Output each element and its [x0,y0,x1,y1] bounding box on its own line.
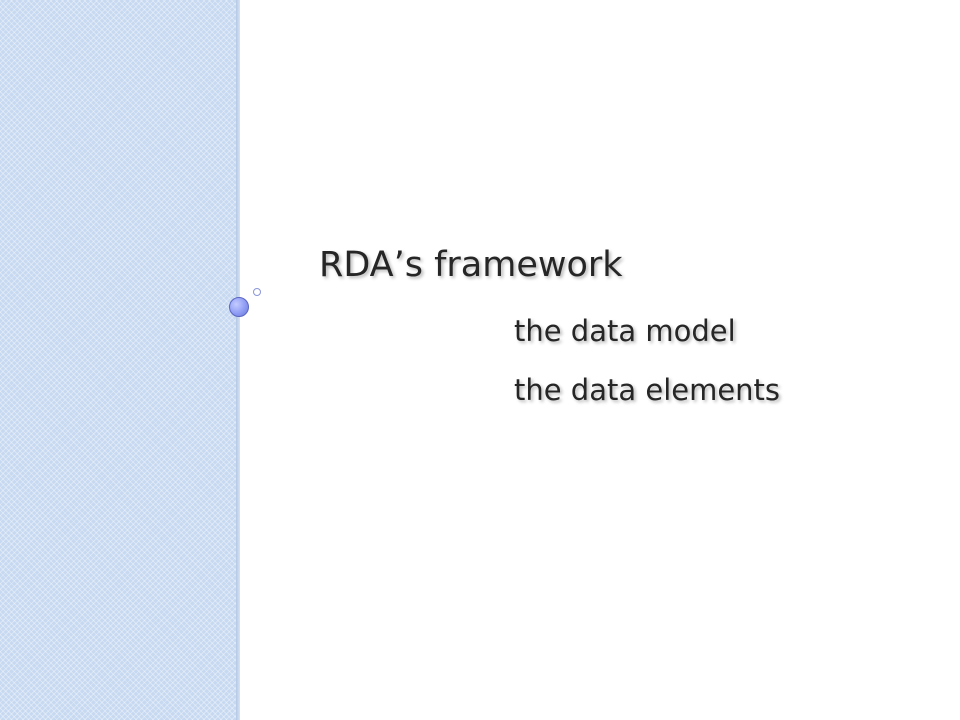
side-panel-edge [236,0,240,720]
large-circle-icon [229,297,249,317]
slide-subtitle-data-model: the data model [514,314,736,348]
side-panel [0,0,238,720]
slide-subtitle-data-elements: the data elements [514,373,781,407]
slide-title: RDA’s framework [319,245,623,285]
small-circle-icon [253,288,261,296]
